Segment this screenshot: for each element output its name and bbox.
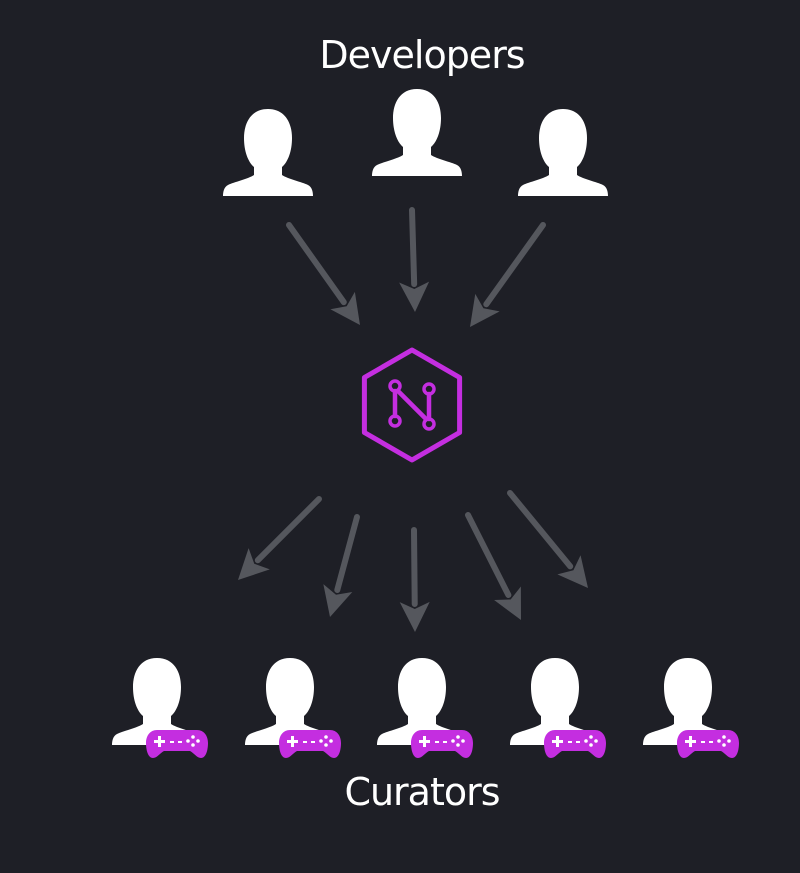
developer-person-icon <box>223 109 313 196</box>
curator-icon <box>377 658 473 758</box>
gamepad-icon <box>146 730 208 758</box>
curator-icon <box>510 658 606 758</box>
arrow-icon <box>238 496 322 580</box>
arrow-icon <box>399 207 430 312</box>
developers-label: Developers <box>319 33 525 77</box>
arrow-icon <box>470 222 546 327</box>
gamepad-icon <box>279 730 341 758</box>
arrow-icon <box>507 490 588 588</box>
gamepad-icon <box>677 730 739 758</box>
curator-icon <box>245 658 341 758</box>
gamepad-icon <box>544 730 606 758</box>
developer-person-icon <box>518 109 608 196</box>
curator-icon <box>643 658 739 758</box>
gamepad-icon <box>411 730 473 758</box>
n-letter-icon <box>388 379 436 431</box>
arrow-icon <box>286 222 360 325</box>
arrow-icon <box>465 512 521 620</box>
hub-logo-icon <box>361 347 463 463</box>
developer-person-icon <box>372 89 462 176</box>
curators-label: Curators <box>344 770 500 814</box>
arrow-icon <box>323 514 360 617</box>
arrow-icon <box>399 527 430 632</box>
curator-icon <box>112 658 208 758</box>
